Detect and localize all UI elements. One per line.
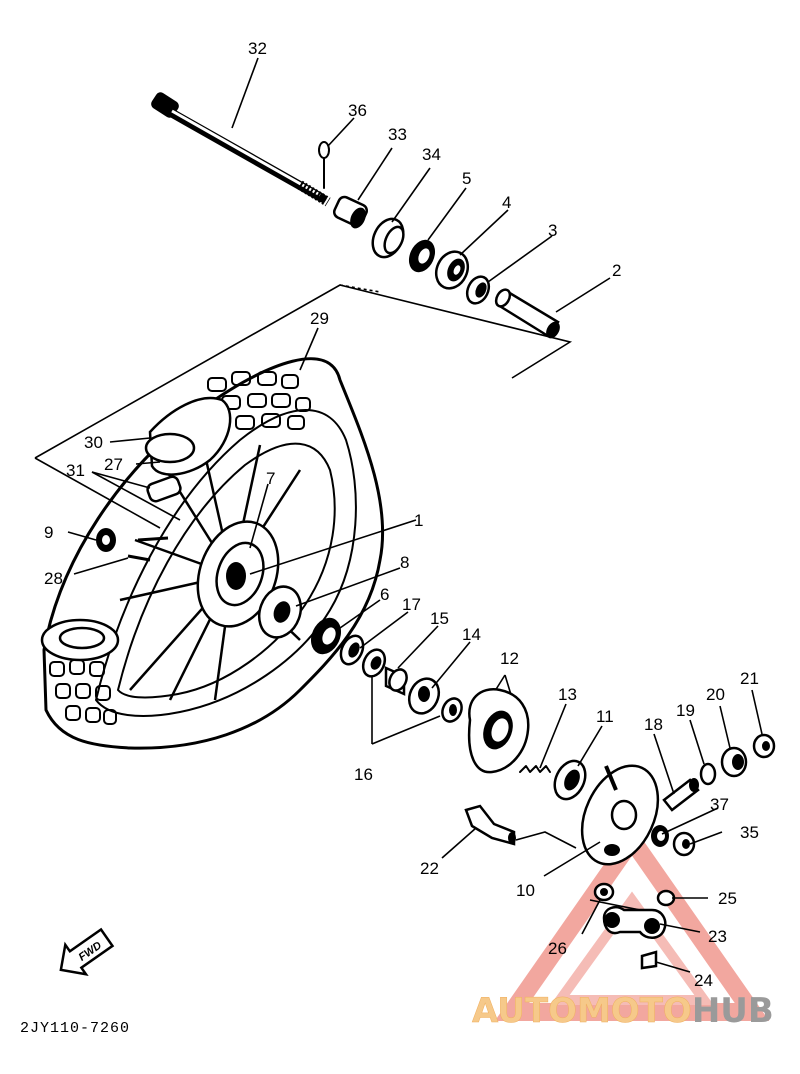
part-label-30: 30 [84, 433, 103, 452]
brake-plate-10 [580, 764, 660, 866]
part-label-22: 22 [420, 859, 439, 878]
nut-35 [672, 831, 696, 857]
part-label-35: 35 [740, 823, 759, 842]
washer-26 [593, 882, 615, 902]
spacer-2 [494, 288, 560, 339]
part-label-13: 13 [558, 685, 577, 704]
leader-lines [67, 57, 763, 973]
oil-seal-5 [408, 239, 436, 273]
part-label-1: 1 [414, 511, 423, 530]
oil-seal-11 [553, 759, 587, 801]
part-label-16: 16 [354, 765, 373, 784]
part-label-17: 17 [402, 595, 421, 614]
part-label-28: 28 [44, 569, 63, 588]
part-label-19: 19 [676, 701, 695, 720]
part-label-24: 24 [694, 971, 713, 990]
part-label-29: 29 [310, 309, 329, 328]
oil-seal-ring [361, 648, 387, 678]
bolt-24 [640, 950, 658, 970]
part-label-15: 15 [430, 609, 449, 628]
part-label-36: 36 [348, 101, 367, 120]
part-label-25: 25 [718, 889, 737, 908]
part-label-20: 20 [706, 685, 725, 704]
part-label-6: 6 [380, 585, 389, 604]
oil-seal-17 [339, 634, 365, 666]
axle-shaft [151, 92, 331, 207]
part-label-3: 3 [548, 221, 557, 240]
collar-33 [332, 195, 369, 229]
cap-21 [752, 733, 776, 759]
part-label-26: 26 [548, 939, 567, 958]
spring-13 [519, 765, 551, 773]
diagram-code: 2JY110-7260 [20, 1020, 130, 1037]
oil-seal-20 [720, 746, 748, 778]
part-label-14: 14 [462, 625, 481, 644]
svg-text:AUTOMOTOHUB: AUTOMOTOHUB [472, 991, 774, 1031]
part-label-31: 31 [66, 461, 85, 480]
part-label-11: 11 [596, 707, 614, 726]
collar-15 [384, 666, 408, 696]
wheel-assembly [40, 357, 385, 750]
bearing-4 [434, 250, 470, 290]
nut-37 [651, 825, 669, 847]
part-label-8: 8 [400, 553, 409, 572]
brake-arm-23 [602, 906, 667, 939]
torque-stopper-22 [464, 804, 516, 846]
part-label-7: 7 [266, 469, 275, 488]
part-label-2: 2 [612, 261, 621, 280]
part-label-34: 34 [422, 145, 441, 164]
watermark-text-light: AUTOMOTO [472, 991, 692, 1031]
part-label-21: 21 [740, 669, 759, 688]
part-label-9: 9 [44, 523, 53, 542]
part-label-27: 27 [104, 455, 123, 474]
watermark-logo-triangle [494, 824, 770, 1021]
part-label-4: 4 [502, 193, 511, 212]
cotter-pin [318, 141, 330, 189]
gear-14 [407, 677, 441, 715]
spacer-flange-3 [465, 275, 491, 305]
washer-14b [441, 697, 463, 723]
forward-direction-arrow: FWD [59, 927, 115, 977]
watermark-brand: AUTOMOTOHUB [472, 991, 774, 1032]
washer-19 [699, 762, 717, 786]
watermark-text-dark: HUB [692, 991, 774, 1031]
part-number-labels: 1 2 3 4 5 6 7 8 9 10 11 12 13 14 15 16 1… [44, 39, 759, 990]
part-label-18: 18 [644, 715, 663, 734]
part-label-32: 32 [248, 39, 267, 58]
part-label-37: 37 [710, 795, 729, 814]
part-label-5: 5 [462, 169, 471, 188]
bearing-6 [310, 617, 342, 655]
nut-25 [656, 889, 676, 907]
dust-cover-34 [371, 217, 405, 259]
part-label-33: 33 [388, 125, 407, 144]
part-label-23: 23 [708, 927, 727, 946]
brake-shoes-12 [467, 688, 530, 774]
camshaft-18 [662, 778, 700, 812]
part-label-12: 12 [500, 649, 519, 668]
part-label-10: 10 [516, 881, 535, 900]
